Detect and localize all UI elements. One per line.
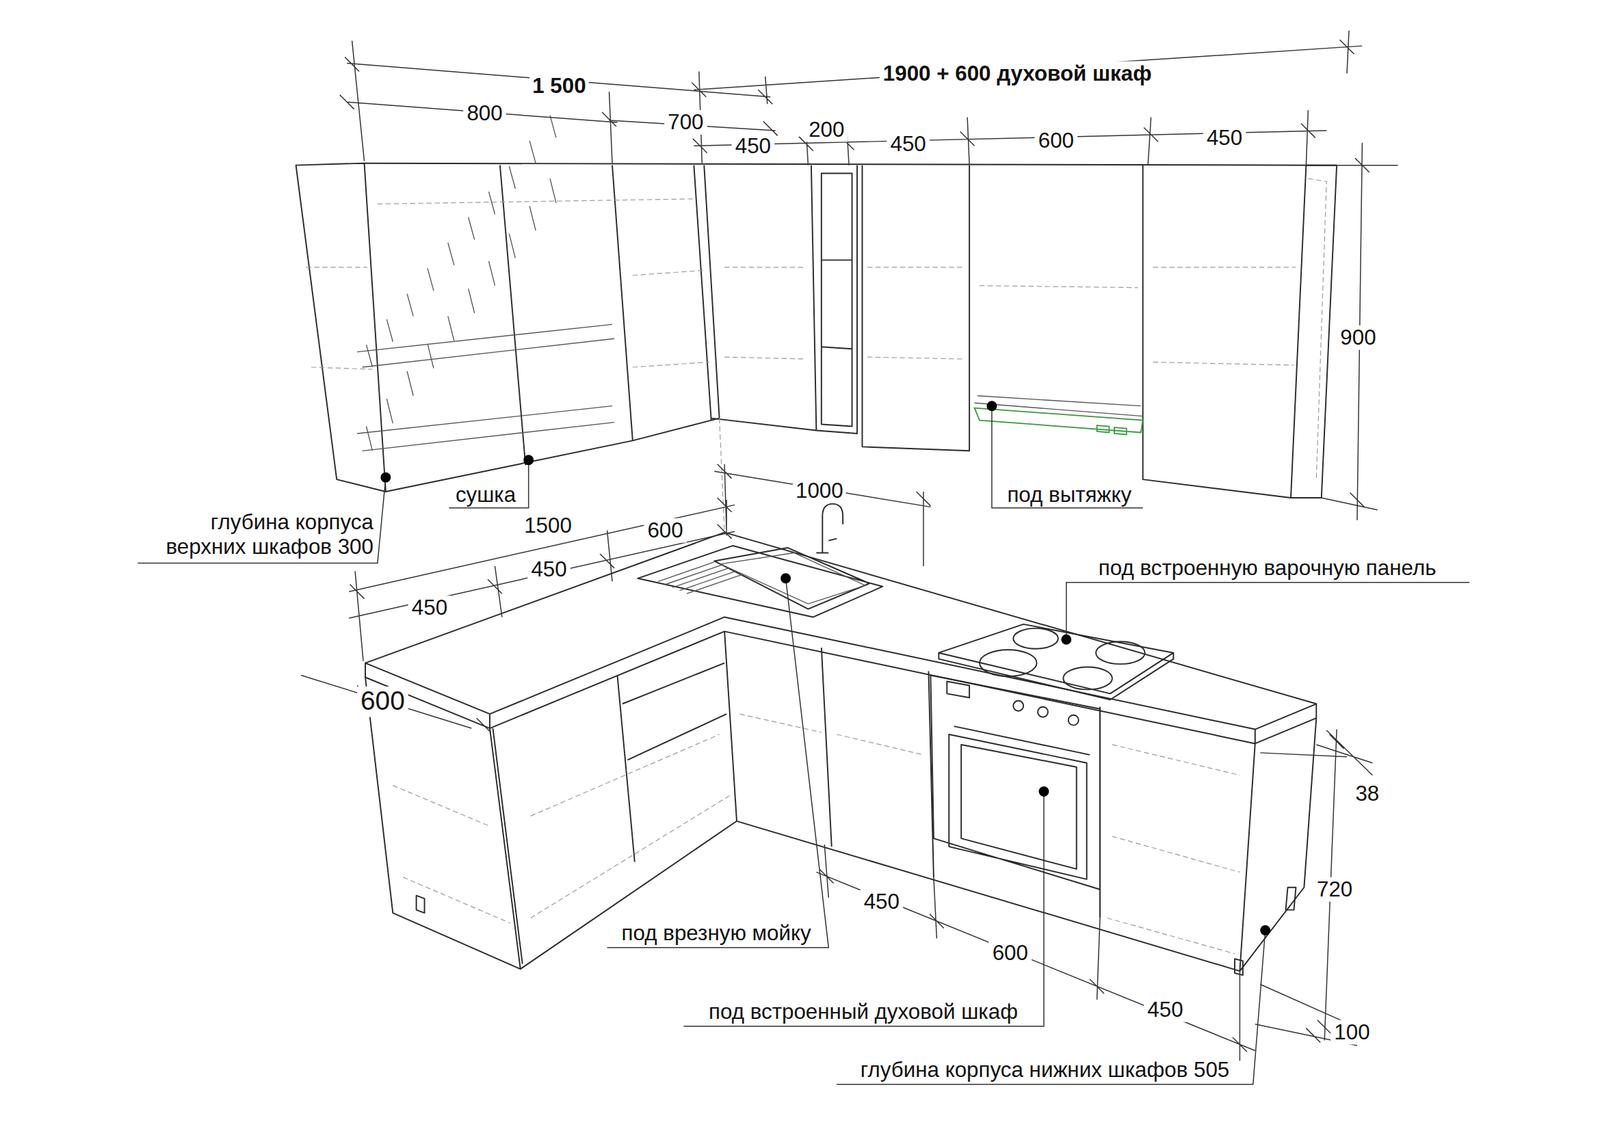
upper-back-cabinets	[711, 165, 1337, 498]
dimension-label: 600	[1034, 128, 1077, 154]
dimension-label: 800	[463, 101, 506, 126]
dimension-label: 450	[887, 131, 929, 156]
dimension-label: 1 500	[529, 73, 589, 98]
dimension-label: 600	[357, 686, 409, 718]
burner	[1013, 628, 1059, 650]
callout-label: сушка	[452, 482, 519, 507]
base-cabinets	[365, 631, 1317, 972]
upper-hidden-lines	[306, 178, 1328, 480]
wall-corner	[719, 418, 725, 533]
callout-label: глубина корпуса нижних шкафов 505	[857, 1058, 1232, 1083]
dimension-lines	[300, 30, 1399, 1062]
callout-label: под врезную мойку	[618, 921, 815, 947]
hood-strip	[974, 408, 1144, 436]
callout-dot	[380, 472, 391, 483]
dimension-label: 450	[408, 595, 451, 621]
dimension-label: 700	[664, 110, 707, 135]
dish-rack	[357, 115, 615, 452]
sink-grooves	[658, 553, 866, 605]
sink	[637, 545, 883, 618]
burner	[1095, 641, 1146, 665]
oven-knob	[1068, 715, 1079, 726]
dimension-label: 450	[860, 889, 903, 915]
callout-label: под встроенный духовой шкаф	[705, 1000, 1022, 1025]
dimension-label: 200	[805, 116, 848, 142]
dimension-label: 450	[731, 133, 774, 159]
upper-left-cabinets	[364, 163, 1338, 492]
burner	[979, 649, 1038, 677]
callout-dot	[1060, 634, 1072, 646]
dimension-label: 900	[1337, 325, 1380, 351]
callout-dot	[523, 454, 534, 466]
callout-dot	[1039, 786, 1050, 797]
callout-dot	[780, 573, 791, 584]
oven-knob	[1013, 701, 1024, 712]
dimension-label: 450	[528, 556, 570, 582]
dimension-label: 38	[1352, 781, 1383, 807]
callout-dot	[1260, 925, 1271, 936]
dimension-label: 450	[1144, 998, 1187, 1023]
dimension-label: 1900 + 600 духовой шкаф	[879, 60, 1155, 86]
upper-side-panel	[296, 163, 386, 492]
dimension-label: 100	[1331, 1020, 1373, 1046]
callout-label: под встроенную варочную панель	[1095, 556, 1440, 581]
callout-leaders	[137, 406, 1470, 1085]
oven-knob	[1037, 707, 1048, 718]
base-hidden-lines	[392, 714, 1240, 955]
faucet	[816, 504, 843, 554]
burner	[1063, 667, 1113, 691]
dimension-label: 600	[989, 940, 1031, 966]
dimension-label: 1000	[792, 478, 847, 503]
callout-label: глубина корпуса верхних шкафов 300	[129, 510, 377, 560]
callout-label: под вытяжку	[1004, 482, 1135, 507]
hood-cabinet-bottom	[974, 396, 1144, 417]
cooktop	[938, 624, 1174, 700]
legs	[416, 887, 1297, 976]
callout-dot	[986, 400, 997, 412]
dimension-label: 450	[1203, 125, 1245, 150]
oven	[930, 675, 1100, 890]
dimension-label: 720	[1314, 877, 1356, 903]
dimension-label: 1500	[521, 513, 576, 538]
dimension-label: 600	[644, 518, 687, 544]
